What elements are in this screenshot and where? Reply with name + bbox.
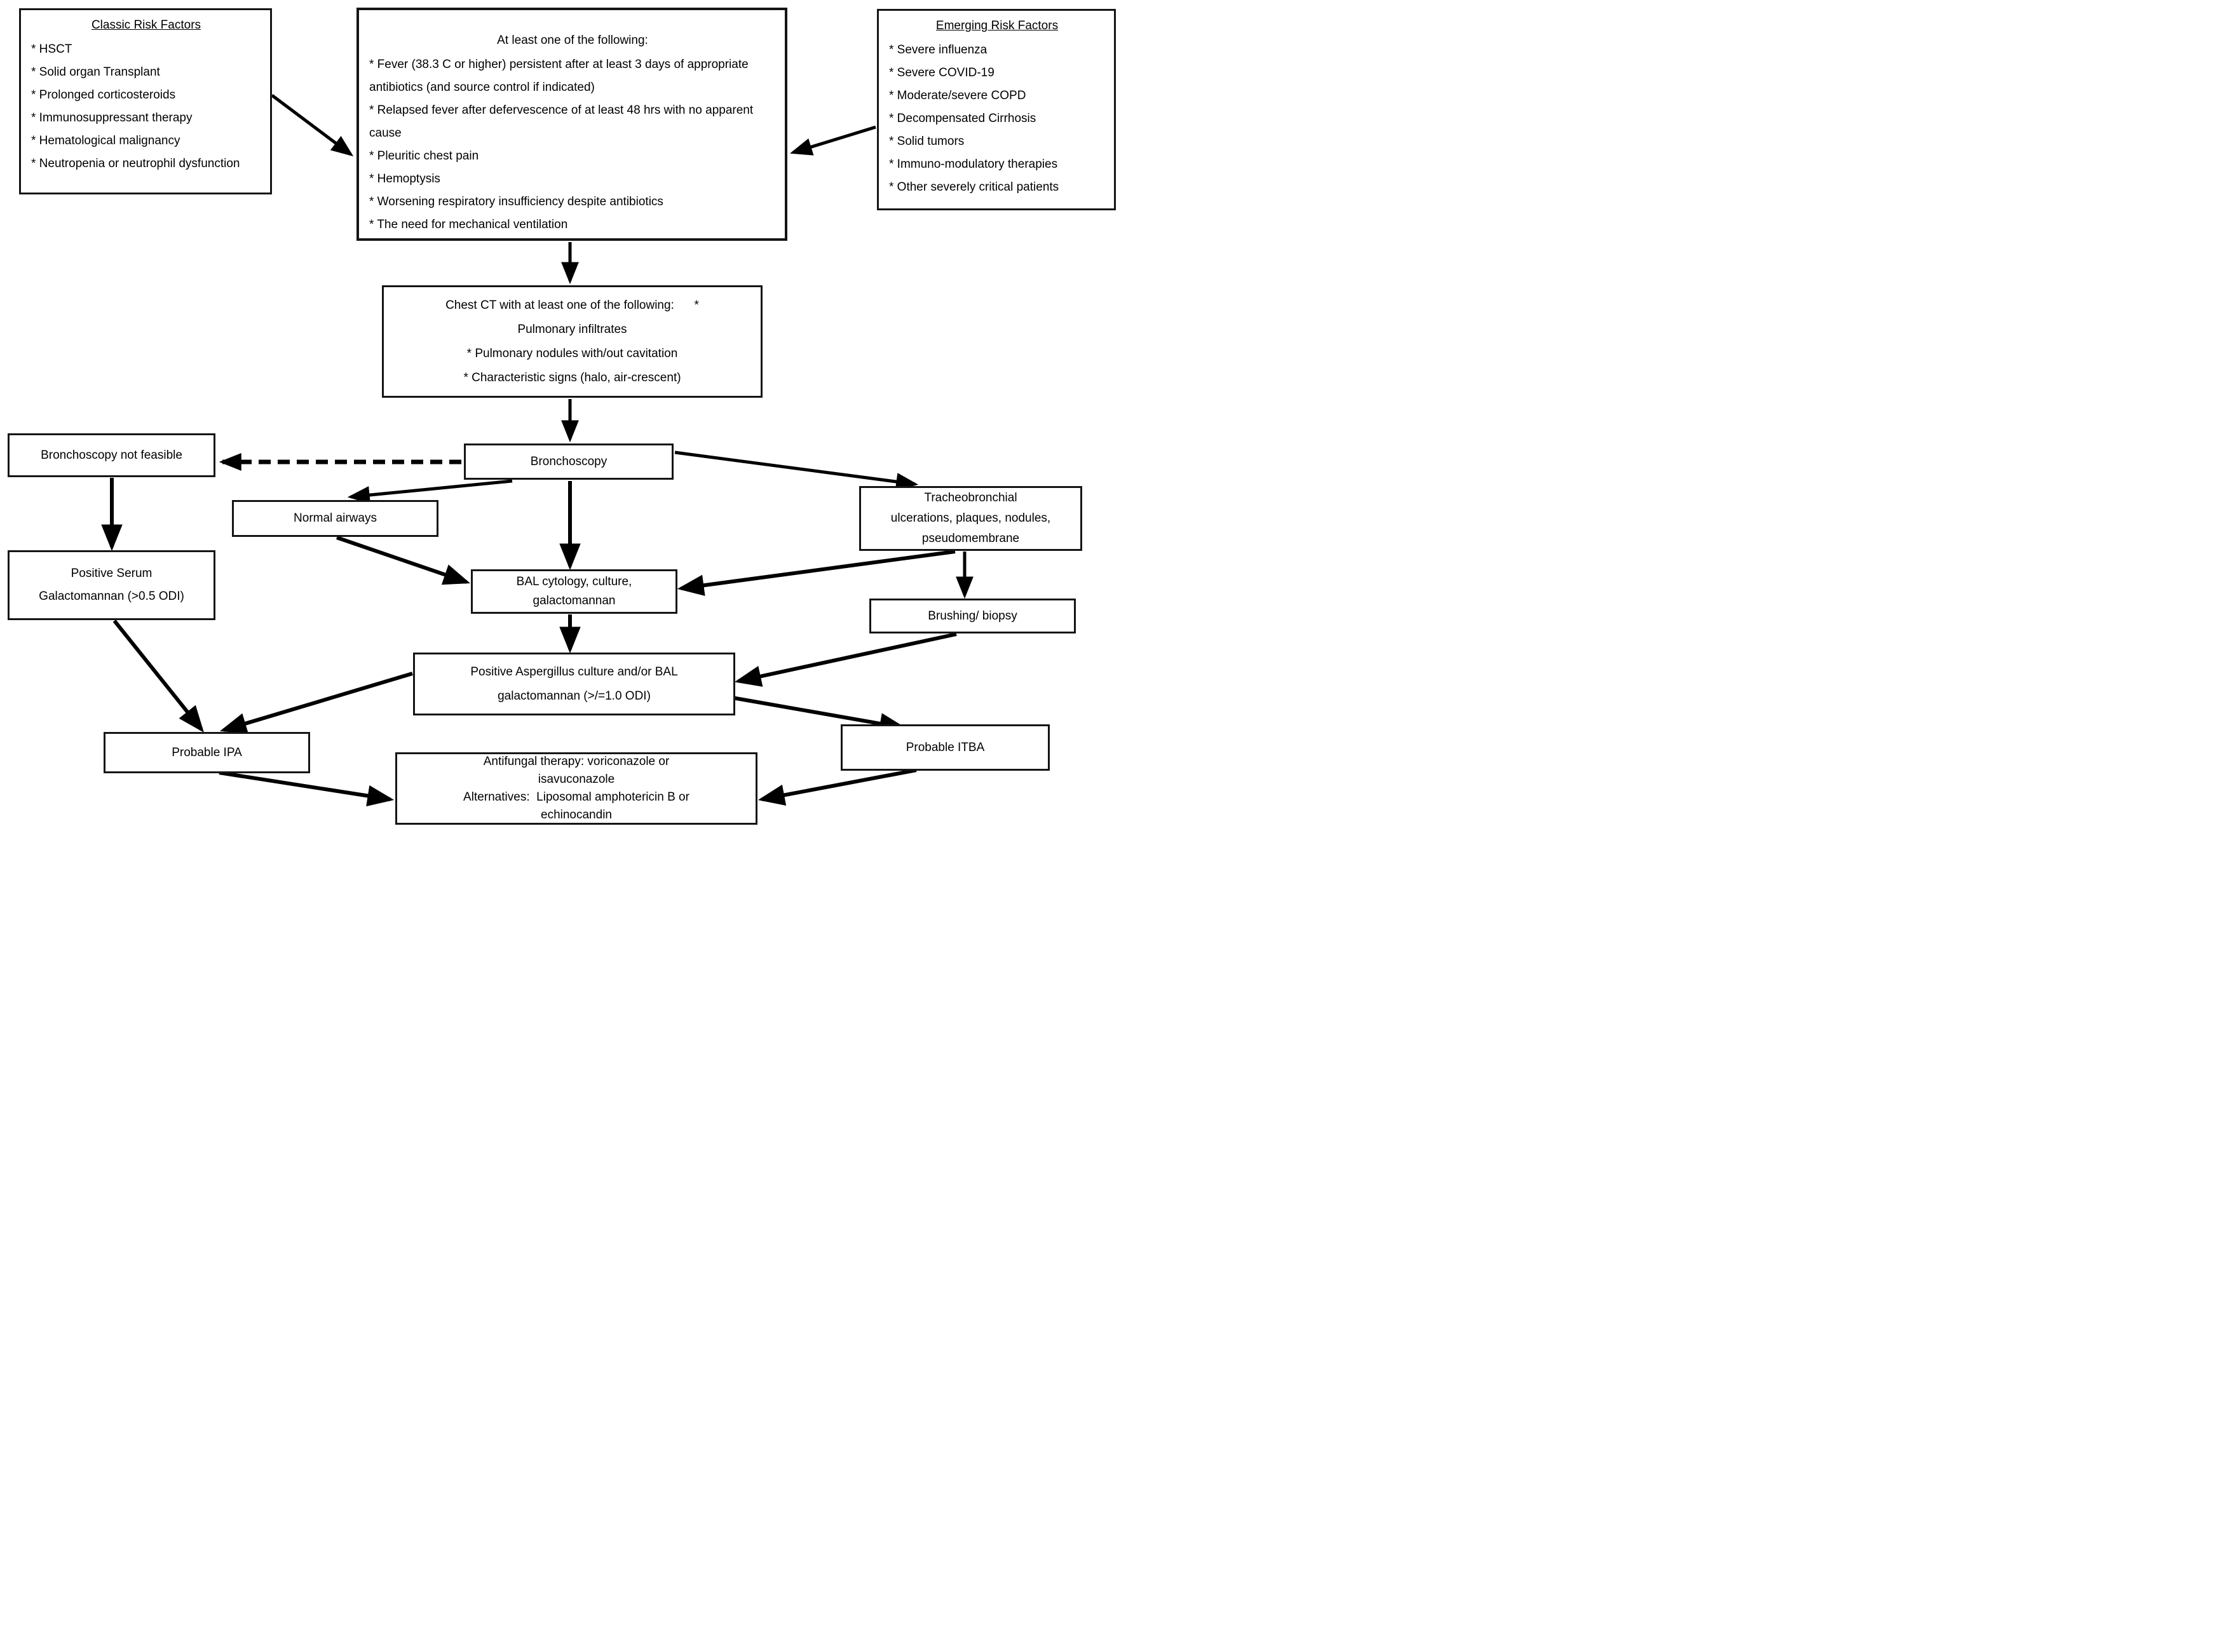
emerging-risk-item: * Immuno-modulatory therapies [889,158,1058,171]
chest-ct-line: Pulmonary infiltrates [517,322,627,336]
clinical-criteria-item: * Fever (38.3 C or higher) persistent af… [369,58,749,94]
arrow-serum-to-probable-ipa [112,620,204,733]
arrow-normal-airways-to-bal [336,536,470,585]
box-clinical-criteria: At least one of the following: * Fever (… [356,8,787,241]
classic-risk-item: * Immunosuppressant therapy [31,111,193,125]
flowchart-canvas: Classic Risk Factors * HSCT * Solid orga… [0,0,1120,826]
antifungal-therapy-line: Alternatives: Liposomal amphotericin B o… [463,790,689,804]
classic-risk-item: * HSCT [31,43,72,56]
box-antifungal-therapy: Antifungal therapy: voriconazole or isav… [395,752,757,825]
emerging-risk-item: * Other severely critical patients [889,180,1059,194]
emerging-risk-item: * Solid tumors [889,135,965,148]
classic-risk-item: * Hematological malignancy [31,134,180,147]
box-bronchoscopy-not-feasible: Bronchoscopy not feasible [8,433,215,477]
box-chest-ct-criteria: Chest CT with at least one of the follow… [382,285,763,398]
tracheobronchial-line: Tracheobronchial [924,491,1017,504]
probable-ipa-label: Probable IPA [172,745,242,759]
arrow-probable-itba-to-antifungal [757,768,917,806]
arrow-probable-ipa-to-antifungal [219,771,395,807]
box-normal-airways: Normal airways [232,500,438,537]
box-emerging-risk-factors: Emerging Risk Factors * Severe influenza… [877,9,1116,210]
probable-itba-label: Probable ITBA [906,740,985,754]
emerging-risk-factors-heading: Emerging Risk Factors [935,19,1059,32]
emerging-risk-item: * Severe COVID-19 [889,66,994,79]
classic-risk-item: * Neutropenia or neutrophil dysfunction [31,157,240,170]
bal-tests-line: BAL cytology, culture, [516,575,632,588]
chest-ct-line: Chest CT with at least one of the follow… [445,298,699,312]
arrow-bronchoscopy-to-tracheobronchial [674,450,919,491]
arrow-aspergillus-to-probable-itba [731,696,907,735]
box-positive-serum-galactomannan: Positive Serum Galactomannan (>0.5 ODI) [8,550,215,620]
antifungal-therapy-line: Antifungal therapy: voriconazole or [483,755,670,768]
tracheobronchial-line: pseudomembrane [921,532,1020,545]
emerging-risk-item: * Moderate/severe COPD [889,89,1026,102]
tracheobronchial-line: ulcerations, plaques, nodules, [890,511,1051,525]
positive-aspergillus-line: Positive Aspergillus culture and/or BAL [470,665,678,679]
clinical-criteria-item: * Relapsed fever after defervescence of … [369,104,754,140]
box-probable-itba: Probable ITBA [841,724,1050,771]
emerging-risk-item: * Decompensated Cirrhosis [889,112,1036,125]
serum-galactomannan-line: Positive Serum [71,567,153,580]
arrow-brushing-to-aspergillus [734,632,957,687]
classic-risk-item: * Prolonged corticosteroids [31,88,176,102]
clinical-criteria-item: * Worsening respiratory insufficiency de… [369,195,663,208]
clinical-criteria-item: * Hemoptysis [369,172,440,186]
positive-aspergillus-line: galactomannan (>/=1.0 ODI) [498,689,651,703]
arrow-aspergillus-to-probable-ipa [219,672,413,734]
classic-risk-factors-heading: Classic Risk Factors [91,18,201,32]
arrow-tracheobronchial-to-bal [677,550,956,596]
box-positive-aspergillus: Positive Aspergillus culture and/or BAL … [413,653,735,715]
brushing-biopsy-label: Brushing/ biopsy [928,609,1017,623]
chest-ct-line: * Characteristic signs (halo, air-cresce… [463,370,681,384]
antifungal-therapy-line: echinocandin [541,808,612,822]
classic-risk-item: * Solid organ Transplant [31,65,160,79]
box-brushing-biopsy: Brushing/ biopsy [869,599,1076,633]
clinical-criteria-heading: At least one of the following: [497,34,648,47]
box-tracheobronchial-findings: Tracheobronchial ulcerations, plaques, n… [859,486,1082,551]
bal-tests-line: galactomannan [533,594,616,607]
chest-ct-line: * Pulmonary nodules with/out cavitation [466,346,678,360]
serum-galactomannan-line: Galactomannan (>0.5 ODI) [39,590,184,603]
clinical-criteria-item: * Pleuritic chest pain [369,149,479,163]
normal-airways-label: Normal airways [294,511,377,525]
box-bronchoscopy: Bronchoscopy [464,443,674,480]
arrow-classic-to-criteria [271,94,354,157]
bronchoscopy-label: Bronchoscopy [530,454,608,468]
clinical-criteria-item: * The need for mechanical ventilation [369,218,568,231]
arrow-bronchoscopy-to-normal-airways [347,479,513,504]
arrow-emerging-to-criteria [789,125,876,156]
box-classic-risk-factors: Classic Risk Factors * HSCT * Solid orga… [19,8,272,194]
box-bal-tests: BAL cytology, culture, galactomannan [471,569,677,614]
antifungal-therapy-line: isavuconazole [538,773,615,786]
box-probable-ipa: Probable IPA [104,732,310,773]
bronchoscopy-not-feasible-label: Bronchoscopy not feasible [41,448,182,462]
emerging-risk-item: * Severe influenza [889,43,988,57]
